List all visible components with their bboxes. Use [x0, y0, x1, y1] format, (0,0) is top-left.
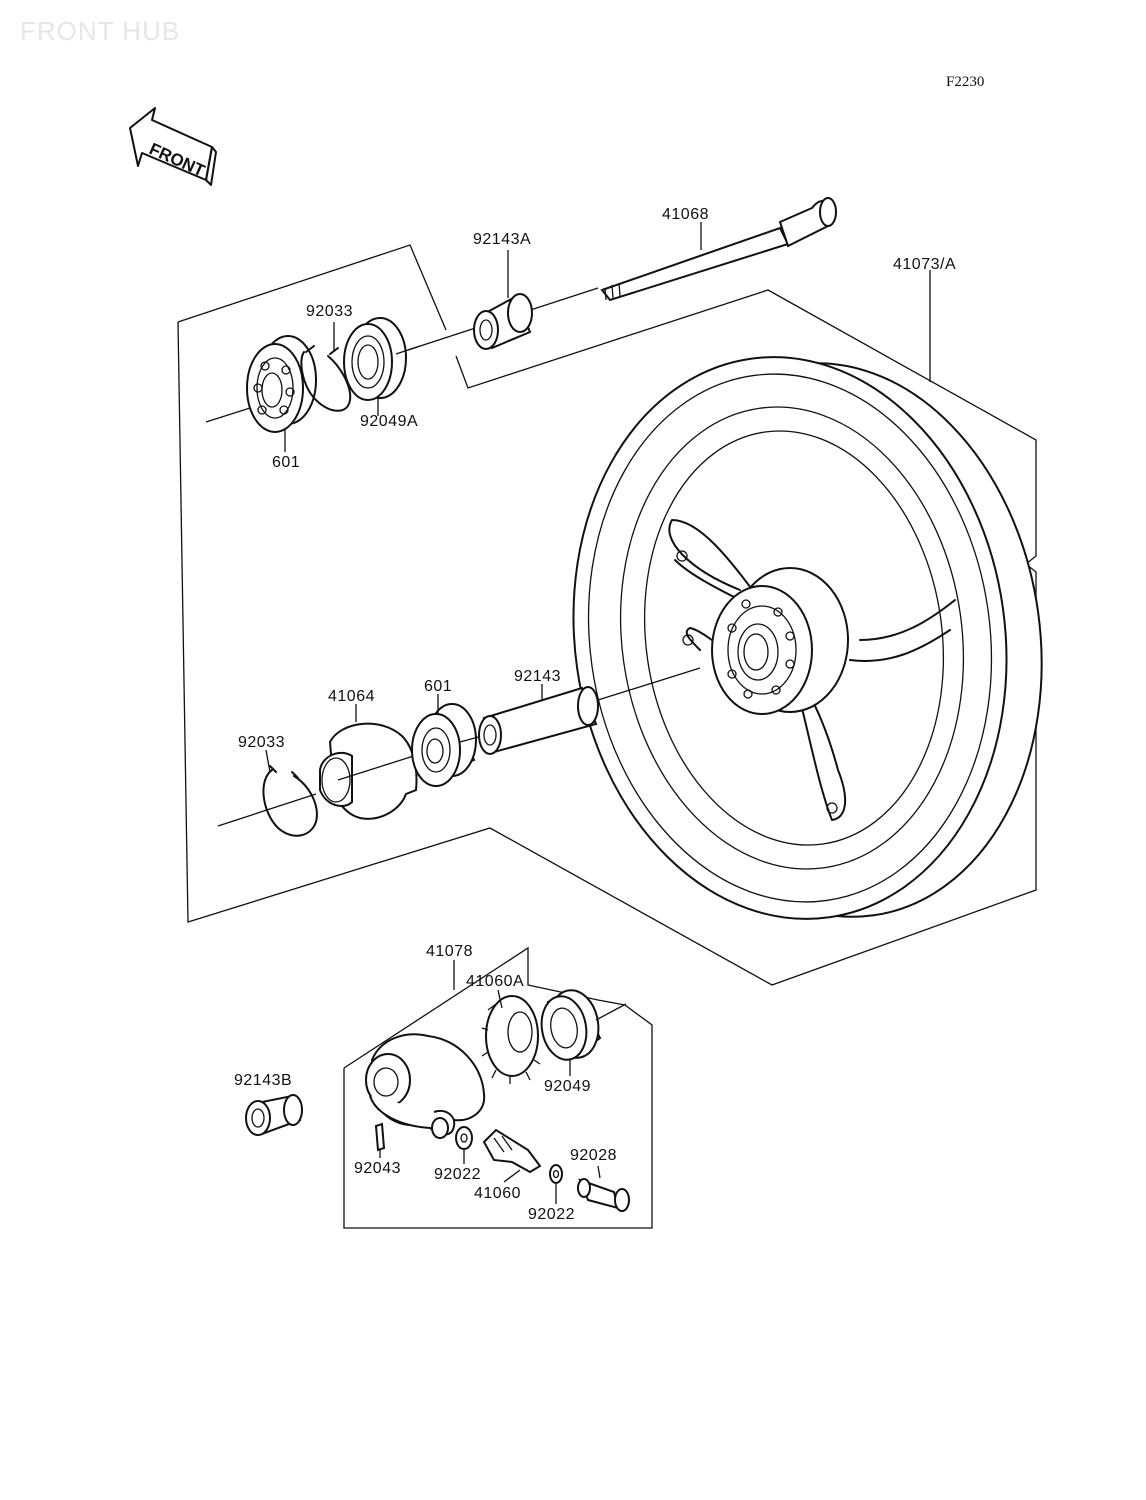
washer-92022-b [549, 1164, 563, 1184]
spacer-92143 [478, 686, 599, 755]
label-92143a: 92143A [473, 231, 532, 248]
label-41078: 41078 [426, 943, 473, 960]
oil-seal-92049 [540, 989, 602, 1061]
label-41068: 41068 [662, 206, 709, 223]
label-92049: 92049 [544, 1078, 591, 1095]
label-92033-upper: 92033 [306, 303, 353, 320]
bushing-92028 [577, 1178, 630, 1212]
front-direction-arrow: FRONT [129, 107, 217, 186]
watermark-title: FRONT HUB [20, 16, 181, 46]
lower-bearing-601 [411, 703, 477, 787]
label-92049a: 92049A [360, 413, 419, 430]
label-92033-lower: 92033 [238, 734, 285, 751]
washer-92022-a [455, 1126, 473, 1150]
figure-code: F2230 [946, 74, 985, 90]
pin-92043 [374, 1122, 386, 1152]
label-92022-a: 92022 [434, 1166, 481, 1183]
label-92043: 92043 [354, 1160, 401, 1177]
label-601-lower: 601 [424, 678, 453, 695]
wheel-41073a [572, 356, 1043, 920]
pinion-gear-41060a [481, 995, 541, 1084]
label-41073a: 41073/A [893, 256, 957, 273]
upper-group-outline-2 [177, 289, 1037, 986]
leader-lines [265, 222, 931, 1204]
label-41064: 41064 [328, 688, 375, 705]
upper-bearing-601 [205, 335, 317, 433]
circlip-92033-lower [262, 765, 318, 837]
label-92028: 92028 [570, 1147, 617, 1164]
oil-seal-92049a [343, 317, 407, 401]
front-arrow-label: FRONT [146, 139, 208, 180]
pinion-shaft-41060 [482, 1128, 542, 1174]
collar-92143b [245, 1094, 303, 1136]
cover-41064 [319, 722, 421, 820]
label-41060: 41060 [474, 1185, 521, 1202]
meter-gear-housing-41078 [365, 1033, 486, 1139]
upper-group-outline [177, 244, 447, 331]
label-41060a: 41060A [466, 973, 525, 990]
label-92022-b: 92022 [528, 1206, 575, 1223]
label-601-upper: 601 [272, 454, 301, 471]
label-92143: 92143 [514, 668, 561, 685]
axle-41068 [407, 197, 837, 351]
label-92143b: 92143B [234, 1072, 293, 1089]
collar-92143a [473, 293, 533, 350]
